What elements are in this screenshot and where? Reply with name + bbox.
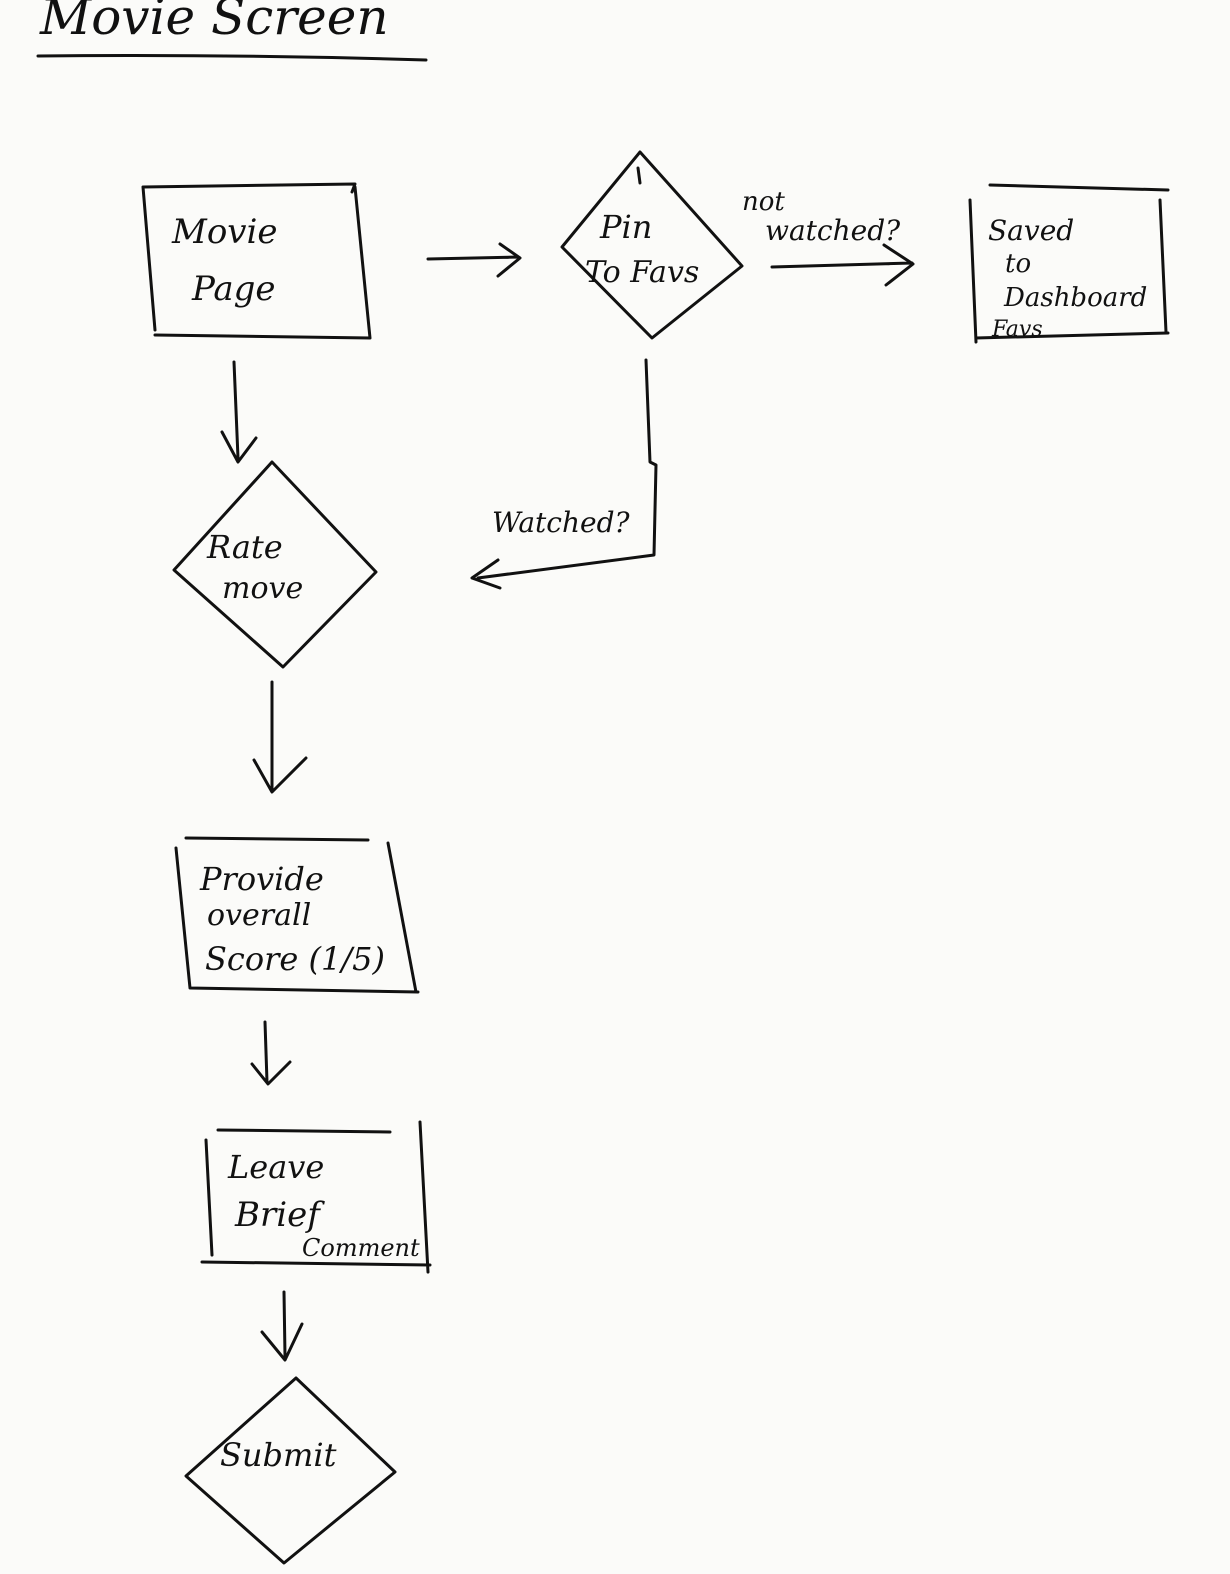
- edge-page-to-rate: [220, 360, 258, 464]
- node-movie-page-shape: [141, 182, 372, 340]
- node-rate-movie-shape: [172, 460, 378, 669]
- node-saved-line-1: Saved: [988, 214, 1074, 247]
- node-submit-line-1: Submit: [220, 1436, 337, 1474]
- edge-comment-to-submit: [260, 1290, 304, 1362]
- edge-not-watched-arrow: [770, 243, 915, 287]
- edge-rate-to-score: [252, 680, 308, 794]
- node-saved-line-4: Favs: [991, 317, 1043, 342]
- node-provide-score-line-2: overall: [207, 898, 311, 933]
- edge-not-watched-label-2: watched?: [765, 214, 901, 247]
- node-provide-score-line-1: Provide: [199, 860, 324, 898]
- node-rate-movie-line-2: move: [222, 571, 303, 606]
- node-submit-shape: [184, 1376, 397, 1565]
- edge-score-to-comment: [250, 1020, 292, 1086]
- node-leave-comment-line-2: Brief: [234, 1195, 325, 1235]
- edge-watched-arrow: [470, 358, 658, 590]
- node-leave-comment-shape: [200, 1120, 432, 1274]
- title-underline: [36, 54, 428, 62]
- node-leave-comment-line-3: Comment: [302, 1234, 420, 1262]
- node-movie-page-line-1: Movie: [171, 212, 278, 252]
- node-pin-to-favs-shape: [560, 150, 744, 340]
- diagram-title: Movie Screen: [39, 0, 389, 46]
- node-saved-line-2: to: [1005, 249, 1031, 279]
- node-rate-movie-line-1: Rate: [206, 528, 283, 566]
- node-pin-to-favs-line-2: To Favs: [585, 255, 699, 290]
- node-provide-score-line-3: Score (1/5): [205, 940, 385, 978]
- edge-watched-label: Watched?: [492, 506, 631, 539]
- node-saved-shape: [968, 183, 1170, 344]
- node-movie-page-line-2: Page: [191, 269, 276, 309]
- node-saved-line-3: Dashboard: [1003, 283, 1147, 313]
- edge-page-to-pin: [426, 242, 522, 278]
- node-leave-comment-line-1: Leave: [227, 1148, 324, 1186]
- node-pin-to-favs-line-1: Pin: [599, 208, 652, 246]
- node-provide-score-shape: [174, 836, 420, 994]
- edge-not-watched-label-1: not: [742, 187, 785, 217]
